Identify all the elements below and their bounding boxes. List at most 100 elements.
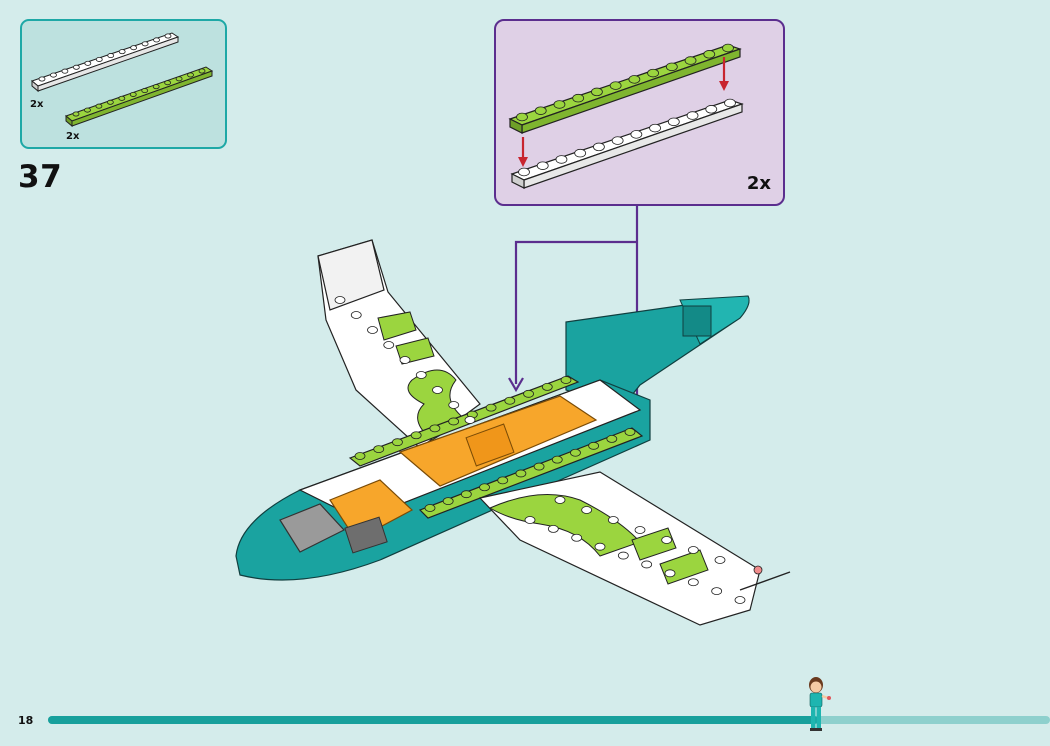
lime-plate-quantity: 2x [66, 131, 80, 142]
stud [624, 428, 636, 436]
stud [714, 556, 726, 564]
stud [106, 99, 114, 105]
stud [415, 371, 427, 379]
stud [198, 68, 206, 74]
stud [479, 483, 490, 492]
stud [448, 417, 460, 426]
stud [464, 416, 476, 424]
subassembly-callout: 2x [494, 19, 785, 206]
stud [686, 111, 699, 120]
parts-list-callout: 2x 2x [20, 19, 227, 149]
stud [515, 469, 527, 478]
subassembly-quantity: 2x [746, 173, 771, 194]
stud [684, 56, 697, 65]
stud [734, 596, 746, 604]
stud [628, 75, 641, 84]
stud [350, 311, 362, 319]
page-number: 18 [18, 714, 34, 727]
stud [460, 490, 472, 499]
stud [164, 80, 172, 86]
stud [130, 45, 138, 51]
stud [50, 72, 57, 78]
stud [606, 435, 618, 443]
stud [553, 100, 566, 109]
stud [392, 438, 403, 447]
stud [560, 376, 572, 384]
white-plate-1x12 [30, 32, 180, 93]
stud [572, 93, 585, 103]
stud [153, 37, 160, 43]
stud [641, 560, 653, 569]
stud [588, 441, 600, 450]
stud [661, 536, 673, 544]
step-number: 37 [18, 159, 63, 195]
stud [617, 551, 629, 560]
stud [485, 403, 497, 412]
stud [581, 506, 593, 514]
stud [95, 103, 103, 109]
stud [429, 424, 441, 433]
stud [38, 76, 46, 82]
stud [703, 50, 716, 59]
stud [175, 76, 183, 82]
stud [607, 516, 619, 524]
stud [141, 41, 149, 47]
stud [442, 497, 454, 505]
progress-fill [48, 716, 818, 724]
stud [711, 587, 723, 596]
red-arrow-left [518, 137, 528, 167]
stud [497, 476, 509, 485]
stud [547, 524, 559, 533]
subassembly-illustration [508, 43, 744, 189]
parts-illustration [30, 32, 214, 128]
stud [141, 88, 149, 94]
stud [448, 401, 460, 409]
white-plate-quantity: 2x [30, 99, 44, 110]
stud [518, 167, 530, 177]
stud [634, 526, 646, 534]
minifigure-icon [809, 677, 831, 731]
stud [722, 43, 734, 53]
tail-fin [565, 295, 750, 411]
stud [410, 431, 422, 440]
stud [594, 542, 606, 551]
stud [649, 123, 661, 133]
stud [95, 56, 103, 62]
stud [705, 105, 718, 114]
progress-bar [48, 716, 1050, 724]
left-wing [317, 239, 481, 449]
stud [647, 68, 659, 78]
stud [533, 462, 545, 471]
stud [118, 95, 126, 101]
stud [187, 72, 194, 78]
stud [724, 98, 736, 108]
stud [667, 117, 680, 127]
stud [334, 296, 346, 304]
stud [383, 341, 395, 349]
stud [630, 130, 643, 139]
stud [541, 383, 553, 391]
stud [152, 84, 160, 90]
stud [424, 504, 436, 512]
stud [72, 111, 80, 117]
stud [504, 396, 516, 405]
stud [373, 445, 385, 453]
lime-plate-1x12 [65, 66, 214, 128]
stud [367, 326, 378, 334]
stud [571, 533, 583, 542]
stud [399, 356, 411, 364]
stud [129, 91, 137, 97]
stud [665, 62, 678, 72]
red-arrow-right [719, 57, 729, 91]
stud [118, 49, 126, 55]
stud [354, 452, 366, 460]
stud [609, 81, 622, 90]
stud [555, 155, 568, 164]
stud [536, 161, 549, 170]
stud [593, 142, 605, 152]
stud [107, 53, 115, 59]
stud [516, 112, 528, 122]
stud [574, 148, 587, 158]
stud [524, 516, 536, 524]
